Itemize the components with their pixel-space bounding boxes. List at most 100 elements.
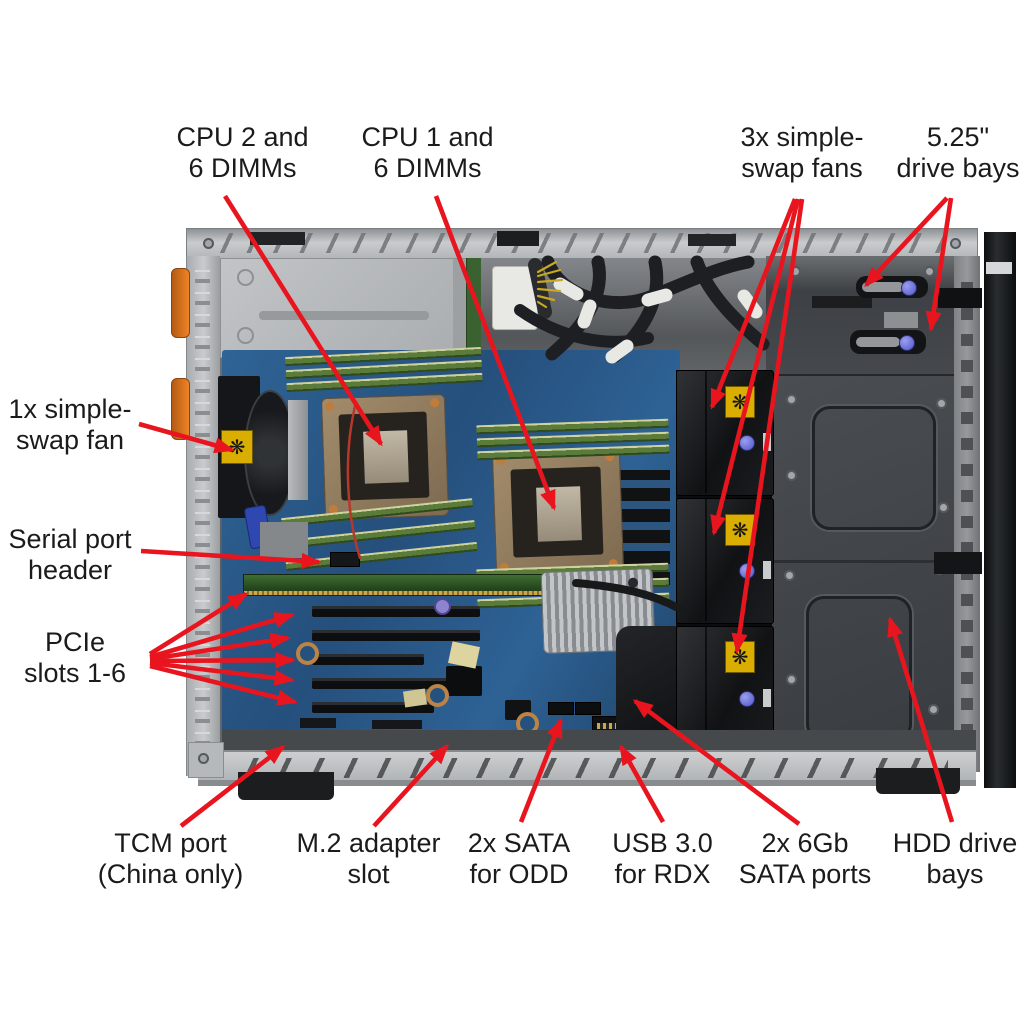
screw xyxy=(792,268,799,275)
module-seam xyxy=(705,499,707,621)
callout-label-usb3: USB 3.0 for RDX xyxy=(585,828,740,890)
callout-arrow xyxy=(887,616,955,823)
label-line: (China only) xyxy=(97,859,244,889)
label-line: slot xyxy=(347,859,390,889)
label-line: M.2 adapter xyxy=(296,828,441,858)
module-seam xyxy=(705,627,707,767)
label-line: slots 1-6 xyxy=(23,658,127,688)
callout-label-sata-6gb: 2x 6Gb SATA ports xyxy=(725,828,885,890)
callout-arrow xyxy=(179,745,286,828)
screw-slot xyxy=(237,269,254,286)
standoff xyxy=(426,684,449,707)
label-line: drive bays xyxy=(896,153,1020,183)
pin-header xyxy=(300,718,336,728)
callout-label-hdd-bays: HDD drive bays xyxy=(875,828,1024,890)
rail-clip xyxy=(884,312,918,328)
label-line: Serial port xyxy=(8,524,132,554)
callout-label-tcm: TCM port (China only) xyxy=(88,828,253,890)
chassis-right-rail xyxy=(954,256,980,772)
chassis-handle-orange xyxy=(171,378,190,440)
vent-slots xyxy=(238,758,948,778)
screw xyxy=(434,598,451,615)
label-line: USB 3.0 xyxy=(612,828,713,858)
label-line: SATA ports xyxy=(738,859,872,889)
callout-arrows xyxy=(138,194,955,828)
label-line: 1x simple- xyxy=(8,394,132,424)
label-line: 2x SATA xyxy=(467,828,571,858)
label-line: bays xyxy=(926,859,984,889)
chassis-clip xyxy=(250,232,305,245)
psu-shroud xyxy=(220,258,469,358)
screw xyxy=(205,240,212,247)
callout-label-525-bays: 5.25" drive bays xyxy=(878,122,1024,184)
screw xyxy=(926,268,933,275)
serial-port-header xyxy=(330,552,360,567)
bay-525-slot xyxy=(812,296,872,308)
panel-notch xyxy=(986,262,1012,274)
fan-bracket xyxy=(288,400,308,500)
chassis-foot xyxy=(876,768,960,794)
fan-latch xyxy=(739,435,755,451)
screw xyxy=(952,240,959,247)
chassis-foot xyxy=(238,772,334,800)
callout-label-sata-odd: 2x SATA for ODD xyxy=(440,828,598,890)
callout-arrow xyxy=(149,660,295,686)
pcie-slot xyxy=(312,678,480,689)
drive-rail-latch xyxy=(901,280,917,296)
callout-arrow xyxy=(223,194,383,447)
label-line: 3x simple- xyxy=(740,122,864,152)
callout-arrow xyxy=(433,195,557,511)
rail-bracket xyxy=(934,552,982,574)
screw xyxy=(200,755,207,762)
braided-wires xyxy=(536,260,564,309)
pcie-riser-card xyxy=(243,574,577,596)
pcie-slot xyxy=(312,654,424,665)
callout-arrow xyxy=(372,743,449,828)
label-line: TCM port xyxy=(114,828,227,858)
drive-rail-latch xyxy=(899,335,915,351)
callout-arrow xyxy=(518,717,564,823)
fan-warning-label: ❋ xyxy=(725,514,755,546)
label-line: for RDX xyxy=(614,859,711,889)
callout-arrow xyxy=(618,744,666,824)
chassis-clip xyxy=(497,231,539,246)
sata-port xyxy=(548,702,574,715)
fan-bracket xyxy=(260,522,308,558)
fan-latch xyxy=(739,691,755,707)
label-line: 6 DIMMs xyxy=(188,153,297,183)
module-seam xyxy=(705,371,707,493)
callout-arrow xyxy=(925,197,954,332)
callout-arrow xyxy=(149,612,295,660)
data-cable xyxy=(572,579,682,612)
callout-label-1x-fan: 1x simple- swap fan xyxy=(0,394,140,456)
callout-label-pcie: PCIe slots 1-6 xyxy=(0,627,150,689)
chassis-bottom-edge xyxy=(198,780,976,786)
callout-label-cpu1: CPU 1 and 6 DIMMs xyxy=(345,122,510,184)
power-cables xyxy=(346,255,770,612)
shroud-edge xyxy=(453,259,467,355)
card-gold-edge xyxy=(244,591,574,595)
callout-label-3x-fans: 3x simple- swap fans xyxy=(722,122,882,184)
label-line: swap fan xyxy=(15,425,125,455)
chassis-clip xyxy=(688,234,736,246)
callout-arrow xyxy=(149,663,298,706)
screw xyxy=(788,676,795,683)
fan-warning-icon: ❋ xyxy=(731,518,749,542)
label-line: 2x 6Gb xyxy=(761,828,849,858)
pin-header xyxy=(372,720,422,729)
label-line: for ODD xyxy=(469,859,569,889)
pcie-slot xyxy=(312,702,434,713)
chassis-handle-orange xyxy=(171,268,190,338)
screw-slot xyxy=(237,327,254,344)
sata-port xyxy=(575,702,601,715)
label-line: 6 DIMMs xyxy=(373,153,482,183)
screw xyxy=(938,400,945,407)
callout-label-m2: M.2 adapter slot xyxy=(286,828,451,890)
screw xyxy=(940,504,947,511)
label-line: HDD drive xyxy=(892,828,1018,858)
callout-arrow xyxy=(138,421,235,454)
label-line: swap fans xyxy=(741,153,863,183)
